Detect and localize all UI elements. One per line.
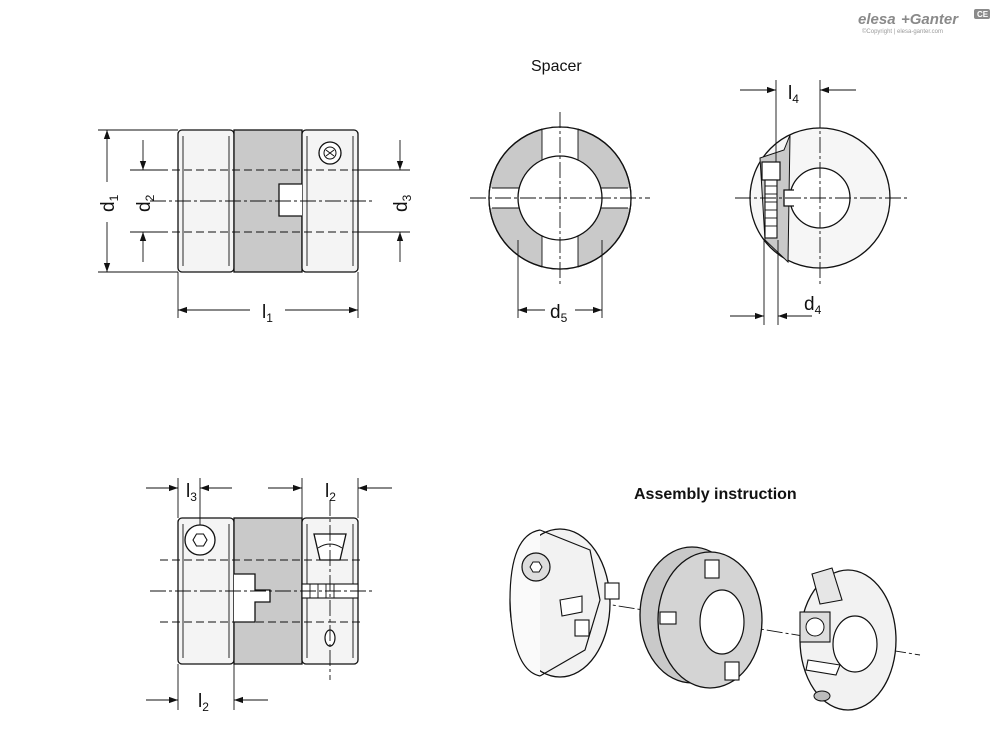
d3-subscript: 3	[400, 194, 414, 201]
side-jaw-slot	[234, 573, 271, 623]
assembly-left-hub	[509, 528, 620, 678]
l2-bottom-subscript: 2	[202, 700, 209, 714]
d4-subscript: 4	[815, 303, 822, 317]
d5-label: d	[550, 302, 561, 323]
svg-text:l4: l4	[788, 83, 799, 106]
l1-label: l	[262, 302, 266, 323]
assembly-title: Assembly instruction	[634, 486, 797, 503]
front-view: d1 d2 d3 l1	[98, 129, 414, 325]
svg-text:d5: d5	[550, 302, 568, 325]
svg-text:d2: d2	[134, 194, 157, 212]
d4-label: d	[804, 294, 815, 315]
ce-badge-text: CE	[977, 10, 989, 19]
d3-label: d	[391, 201, 412, 212]
hex-screw-icon	[184, 524, 216, 556]
hub-screw-shank	[764, 179, 778, 239]
svg-text:d1: d1	[98, 194, 121, 212]
d1-subscript: 1	[107, 194, 121, 201]
hub-section-view: l4 d4	[730, 80, 910, 325]
l2-top-subscript: 2	[329, 490, 336, 504]
brand-name-ganter: +Ganter	[901, 11, 959, 28]
l4-label: l	[788, 83, 792, 104]
assembly-jaw-bottom	[574, 619, 590, 637]
side-view: l3 l2 l2	[146, 478, 392, 714]
svg-text:d4: d4	[804, 294, 822, 317]
d2-subscript: 2	[143, 194, 157, 201]
l2-bottom-label: l	[198, 691, 202, 712]
spacer-slot	[278, 183, 302, 217]
d5-subscript: 5	[561, 311, 568, 325]
svg-text:l2: l2	[198, 691, 209, 714]
svg-text:l1: l1	[262, 302, 273, 325]
d2-label: d	[134, 201, 155, 212]
l1-subscript: 1	[266, 311, 273, 325]
assembly-spacer	[639, 546, 763, 689]
l3-subscript: 3	[190, 490, 197, 504]
assembly-jaw-top	[604, 582, 620, 600]
spacer-view: Spacer d5	[470, 58, 650, 325]
copyright-text: ©Copyright | elesa-ganter.com	[862, 28, 943, 35]
ce-badge-icon	[974, 9, 990, 19]
svg-text:l3: l3	[186, 481, 197, 504]
l3-label: l	[186, 481, 190, 502]
hub-screw-head-icon	[761, 161, 781, 181]
l4-subscript: 4	[792, 92, 799, 106]
l2-top-label: l	[325, 481, 329, 502]
d1-label: d	[98, 201, 119, 212]
assembly-view: Assembly instruction	[509, 486, 921, 711]
svg-text:d3: d3	[391, 194, 414, 212]
brand-logo: elesa +Ganter CE ©Copyright | elesa-gant…	[858, 9, 990, 35]
brand-name-elesa: elesa	[858, 11, 896, 28]
svg-text:l2: l2	[325, 481, 336, 504]
spacer-title: Spacer	[531, 58, 582, 75]
assembly-right-hub	[799, 567, 897, 711]
